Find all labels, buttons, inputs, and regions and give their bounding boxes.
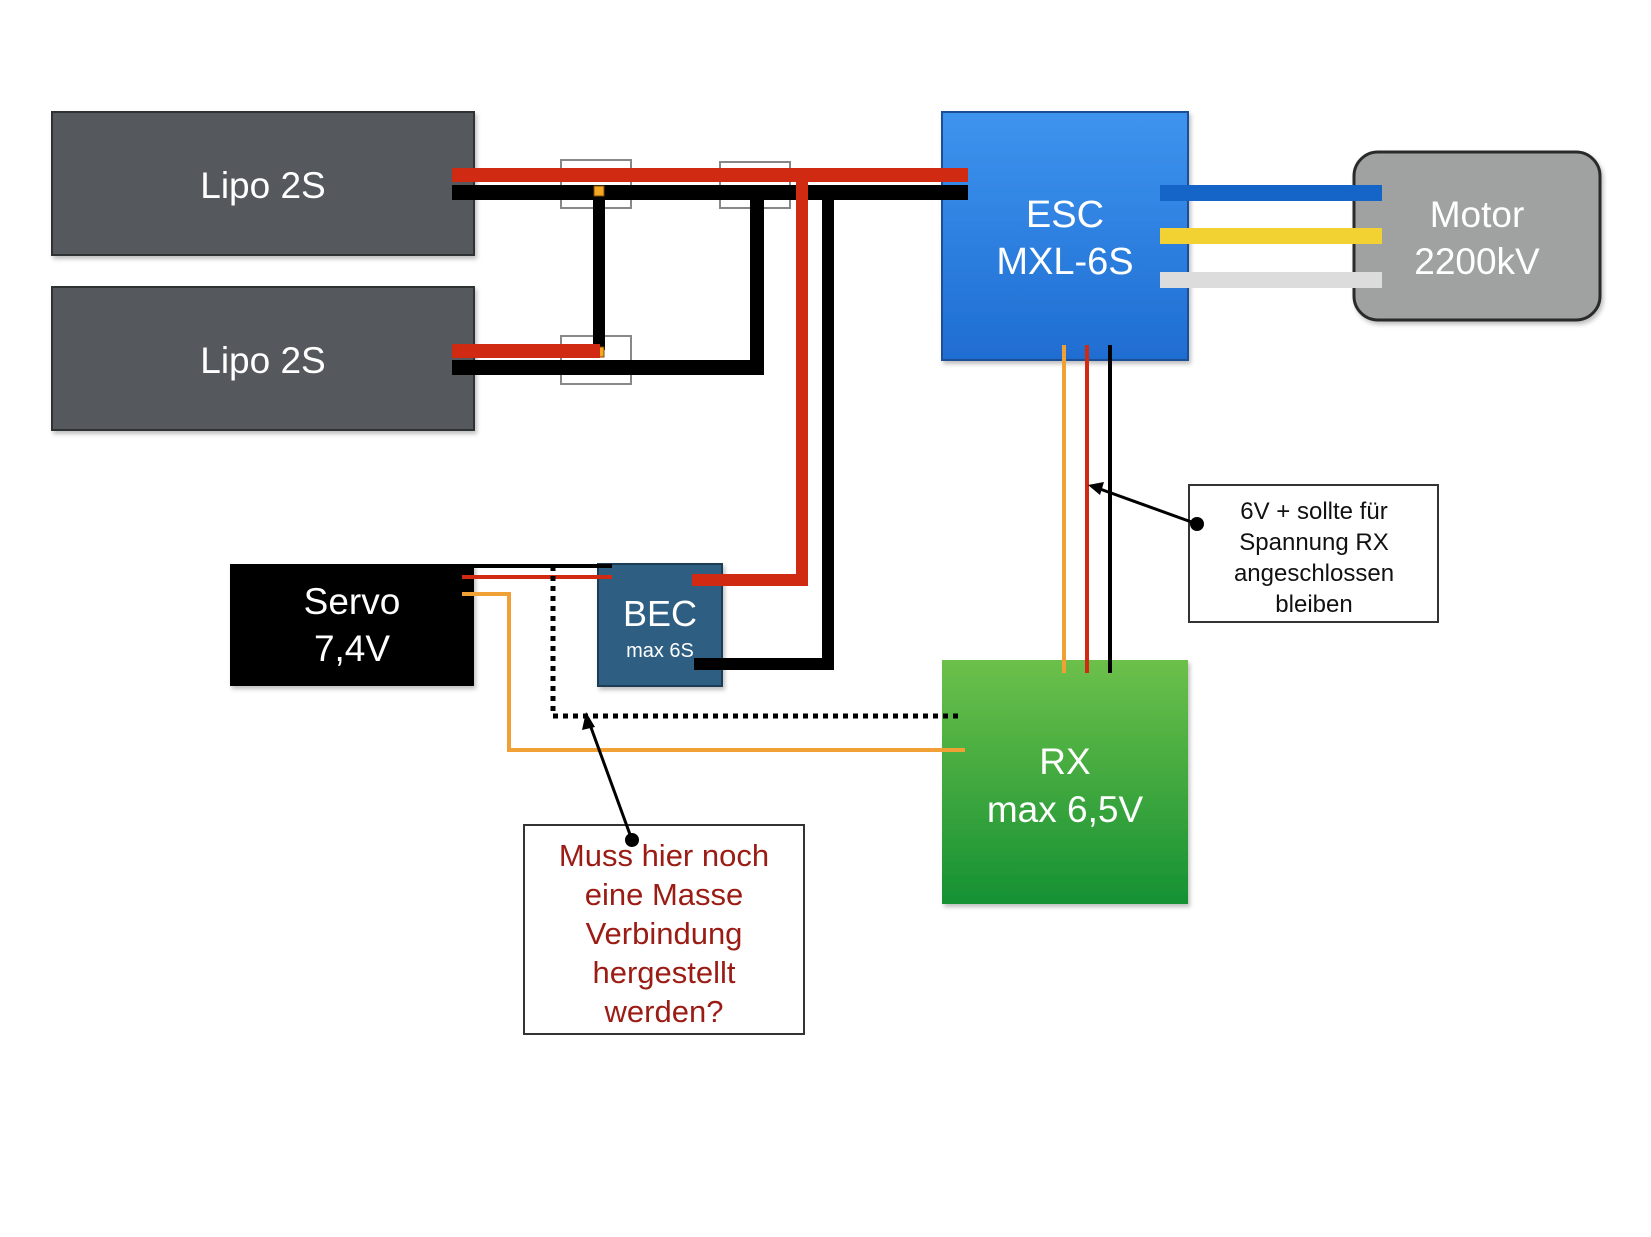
wire-phase-yellow xyxy=(1160,228,1382,244)
rx-label-line1: RX xyxy=(1039,741,1090,782)
wire-servo-positive xyxy=(462,575,612,579)
wire-lipo-bottom-negative-rise xyxy=(750,185,764,375)
wire-bec-positive-vertical xyxy=(796,168,808,586)
wire-servo-signal xyxy=(462,592,965,752)
arrow-rx-power-head xyxy=(1088,482,1104,495)
motor-label-line2: 2200kV xyxy=(1414,241,1540,282)
arrow-rx-power xyxy=(1099,487,1198,526)
note-rx-power-line4: bleiben xyxy=(1275,591,1352,618)
arrow-rx-power-dot xyxy=(1190,517,1204,531)
motor-label-line1: Motor xyxy=(1430,194,1525,235)
note-ground-question-line1: Muss hier noch xyxy=(559,838,769,873)
wire-main-positive xyxy=(452,168,968,182)
wire-servo-negative xyxy=(462,564,612,568)
note-ground-question-line5: werden? xyxy=(604,994,724,1029)
esc-label-line1: ESC xyxy=(1026,194,1104,236)
servo-label-line2: 7,4V xyxy=(314,628,390,669)
note-rx-power-box xyxy=(1188,484,1439,623)
servo-label-line1: Servo xyxy=(304,581,401,622)
wire-lipo-bottom-negative xyxy=(452,360,764,375)
wire-lipo-bottom-positive xyxy=(452,344,600,358)
arrow-ground-question-head xyxy=(582,712,595,730)
arrow-ground-question-dot xyxy=(625,833,639,847)
wire-phase-blue xyxy=(1160,185,1382,201)
lipo-bottom-label: Lipo 2S xyxy=(200,340,326,381)
note-rx-power-line2: Spannung RX xyxy=(1239,529,1388,556)
wire-bec-positive-horizontal xyxy=(692,574,808,586)
bec-label-line1: BEC xyxy=(623,593,697,634)
wire-bec-negative-vertical xyxy=(822,190,834,670)
servo-box xyxy=(230,564,474,686)
wire-esc-rx-negative xyxy=(1108,345,1112,673)
wire-phase-white xyxy=(1160,272,1382,288)
note-ground-question-line3: Verbindung xyxy=(586,916,743,951)
note-ground-question-box xyxy=(523,824,805,1035)
lipo-top-box xyxy=(51,111,475,256)
bec-label-line2: max 6S xyxy=(626,640,694,662)
wire-series-link xyxy=(593,190,605,350)
rx-box xyxy=(942,660,1188,904)
note-ground-question-line4: hergestellt xyxy=(592,955,735,990)
note-rx-power-line3: angeschlossen xyxy=(1234,560,1394,587)
wire-bec-negative-horizontal xyxy=(694,658,834,670)
note-ground-question-line2: eine Masse xyxy=(585,877,744,912)
lipo-top-label: Lipo 2S xyxy=(200,165,326,206)
motor-box xyxy=(1352,150,1602,322)
esc-box xyxy=(941,111,1189,361)
series-contact-top xyxy=(593,185,605,197)
note-rx-power-line1: 6V + sollte für xyxy=(1240,498,1387,525)
wire-ground-question xyxy=(550,566,962,719)
wire-esc-rx-positive xyxy=(1085,345,1089,673)
esc-label-line2: MXL-6S xyxy=(996,241,1133,283)
rx-label-line2: max 6,5V xyxy=(987,789,1144,830)
wire-main-negative xyxy=(452,185,968,200)
wire-esc-rx-signal xyxy=(1062,345,1066,673)
lipo-bottom-box xyxy=(51,286,475,431)
arrow-ground-question xyxy=(587,721,634,841)
